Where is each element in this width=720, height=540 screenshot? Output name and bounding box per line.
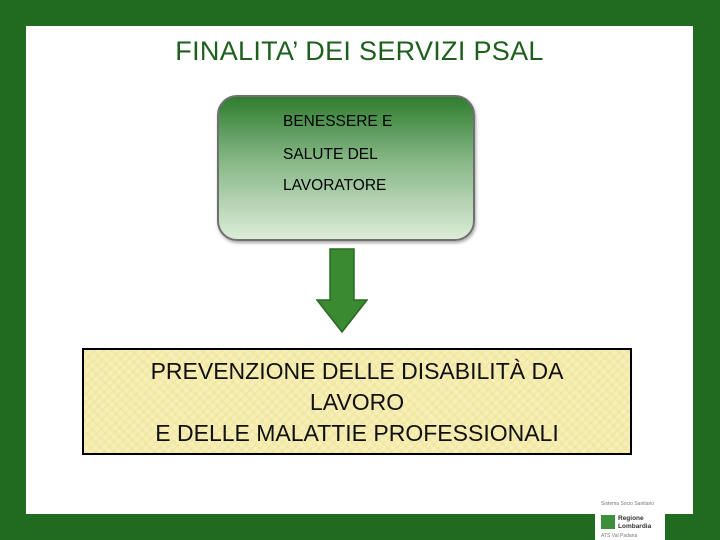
prevention-line-3: E DELLE MALATTIE PROFESSIONALI	[155, 420, 559, 446]
prevention-box: PREVENZIONE DELLE DISABILITÀ DA LAVORO E…	[82, 348, 632, 455]
logo-bottom-text: ATS Val Padana	[601, 533, 638, 539]
slide-title: FINALITA’ DEI SERVIZI PSAL	[175, 36, 544, 66]
logo-name-line-1: Regione	[618, 515, 644, 522]
lombardia-cross-icon	[601, 515, 615, 529]
slide: FINALITA’ DEI SERVIZI PSAL BENESSERE E S…	[26, 26, 693, 514]
down-arrow-icon	[316, 248, 368, 334]
logo-name-line-2: Lombardia	[618, 523, 652, 530]
wellbeing-line-1: BENESSERE E	[283, 113, 393, 130]
prevention-line-2: LAVORO	[309, 389, 405, 415]
regione-lombardia-logo: Sistema Socio Sanitario Regione Lombardi…	[595, 498, 665, 540]
prevention-line-1: PREVENZIONE DELLE DISABILITÀ DA	[150, 358, 564, 384]
wellbeing-line-3: LAVORATORE	[283, 177, 387, 194]
wellbeing-box: BENESSERE E SALUTE DEL LAVORATORE	[217, 95, 475, 241]
wellbeing-line-2: SALUTE DEL	[283, 146, 378, 163]
logo-top-text: Sistema Socio Sanitario	[601, 501, 655, 507]
